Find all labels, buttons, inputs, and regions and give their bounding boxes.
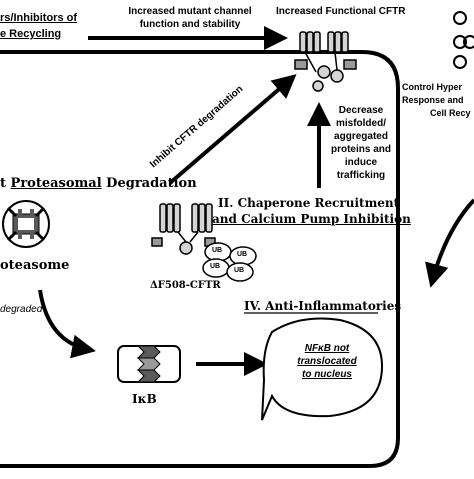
decrease-line4: proteins and: [330, 144, 391, 155]
ikb-complex: [117, 345, 181, 383]
arrow-degraded-curve: [38, 289, 96, 359]
decrease-misfolded-text: Decrease misfolded/ aggregated proteins …: [322, 104, 400, 182]
nfkb-line2: translocated: [297, 356, 357, 367]
anti-inflammatories-label: IV. Anti-Inflammatories: [244, 299, 402, 313]
proteasomal-underlined: Proteasomal: [10, 176, 102, 191]
misfolded-cftr: [151, 203, 216, 255]
proteasomal-suffix: Degradation: [101, 176, 197, 191]
nfkb-note: NFκB not translocated to nucleus: [284, 342, 370, 381]
ub-label-3: UB: [210, 263, 221, 270]
ubiquitin-chain: [202, 242, 257, 282]
decrease-line1: Decrease: [338, 105, 384, 116]
right-edge-line1: Control Hyper: [402, 82, 463, 92]
ikb-label: IκB: [132, 392, 157, 406]
right-edge-line3: Cell Recy: [430, 108, 471, 118]
ub-label-1: UB: [212, 247, 223, 254]
decrease-line2: misfolded/: [335, 118, 386, 129]
decrease-line3: aggregated: [334, 131, 388, 142]
cell-membrane: [0, 50, 400, 468]
chaperone-line2: and Calcium Pump Inhibition: [212, 212, 411, 226]
mutant-cftr-label: ΔF508-CFTR: [150, 280, 221, 291]
nfkb-line1: NFκB not: [304, 343, 350, 354]
decrease-line5: induce: [344, 157, 378, 168]
functional-cftr-label: Increased Functional CFTR: [276, 6, 406, 17]
proteasome-icon: [2, 200, 50, 248]
functional-cftr-channels: [294, 31, 357, 92]
inhibitors-label-line2: e Recycling: [0, 28, 62, 40]
ub-label-4: UB: [234, 267, 245, 274]
decrease-line6: trafficking: [336, 170, 386, 181]
proteasome-label: oteasome: [0, 258, 70, 273]
right-edge-line2: Response and: [402, 95, 464, 105]
mutant-channel-line2: function and stability: [139, 19, 241, 30]
degraded-label: degraded: [0, 304, 43, 315]
nfkb-line3: to nucleus: [301, 369, 352, 380]
nucleus-shape: [261, 317, 384, 421]
chaperone-line1: II. Chaperone Recruitment: [218, 196, 400, 210]
ub-label-2: UB: [237, 251, 248, 258]
arrow-right-curve: [425, 198, 474, 288]
proteasomal-degradation-label: t Proteasomal Degradation: [0, 176, 197, 191]
proteasomal-prefix: t: [0, 176, 7, 191]
mutant-channel-line1: Increased mutant channel: [128, 6, 252, 17]
inhibitors-label-line1: rs/Inhibitors of: [0, 12, 77, 24]
arrow-inhibit-degradation: [168, 74, 297, 185]
recycling-vesicles: [453, 11, 474, 69]
